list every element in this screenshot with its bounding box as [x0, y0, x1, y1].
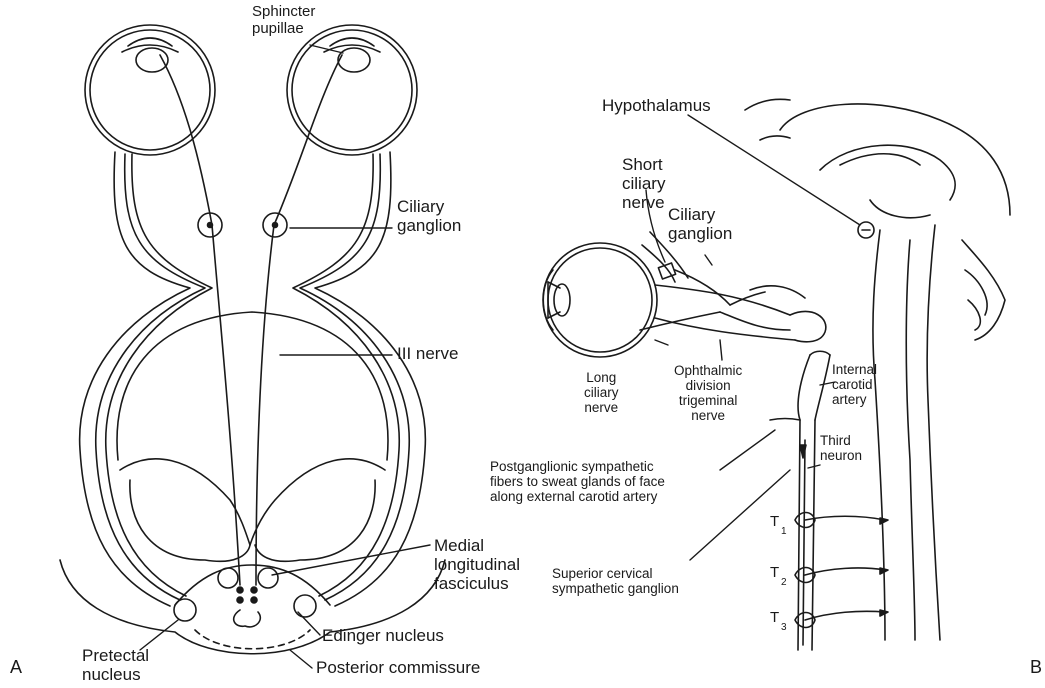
left-eyeball [85, 25, 215, 155]
left-third-nerve-outline [80, 152, 212, 606]
label-t2: T [770, 565, 779, 582]
panel-label-b: B [1030, 657, 1042, 677]
label-third-nerve: III nerve [397, 344, 458, 363]
label-t2-subscript: 2 [781, 577, 787, 588]
label-superior-cervical-ganglion: Superior cervical sympathetic ganglion [552, 566, 679, 596]
sagittal-brain-outline [745, 99, 1010, 640]
label-internal-carotid-artery: Internal carotid artery [832, 362, 877, 407]
label-edinger-nucleus: Edinger nucleus [322, 626, 444, 645]
sympathetic-chain [795, 440, 888, 645]
right-eye-profile [543, 243, 657, 357]
label-ciliary-ganglion-b: Ciliary ganglion [668, 205, 732, 243]
label-t1: T [770, 514, 779, 531]
label-pretectal-nucleus: Pretectal nucleus [82, 646, 149, 684]
label-t3-subscript: 3 [781, 622, 787, 633]
label-ciliary-ganglion-a: Ciliary ganglion [397, 197, 461, 235]
label-sphincter-pupillae: Sphincter pupillae [252, 4, 315, 38]
label-t3: T [770, 610, 779, 627]
label-medial-longitudinal-fasciculus: Medial longitudinal fasciculus [434, 536, 520, 593]
right-eyeball [287, 25, 417, 155]
label-long-ciliary-nerve: Long ciliary nerve [584, 370, 619, 415]
optic-nerve-and-ciliary-branches [640, 232, 826, 342]
label-short-ciliary-nerve: Short ciliary nerve [622, 155, 665, 212]
inner-arch [117, 312, 388, 460]
label-t1-subscript: 1 [781, 526, 787, 537]
panel-label-a: A [10, 657, 22, 677]
label-posterior-commissure: Posterior commissure [316, 658, 480, 677]
label-third-neuron: Third neuron [820, 433, 862, 463]
midbrain-outline [60, 459, 445, 654]
hypothalamus-nucleus [858, 222, 874, 238]
carotid-artery [770, 351, 830, 650]
label-postganglionic-fibers: Postganglionic sympathetic fibers to swe… [490, 459, 665, 504]
efferent-fibers [160, 55, 342, 585]
label-ophthalmic-division: Ophthalmic division trigeminal nerve [674, 363, 742, 423]
label-hypothalamus: Hypothalamus [602, 96, 711, 115]
right-panel-pointers [646, 115, 860, 560]
